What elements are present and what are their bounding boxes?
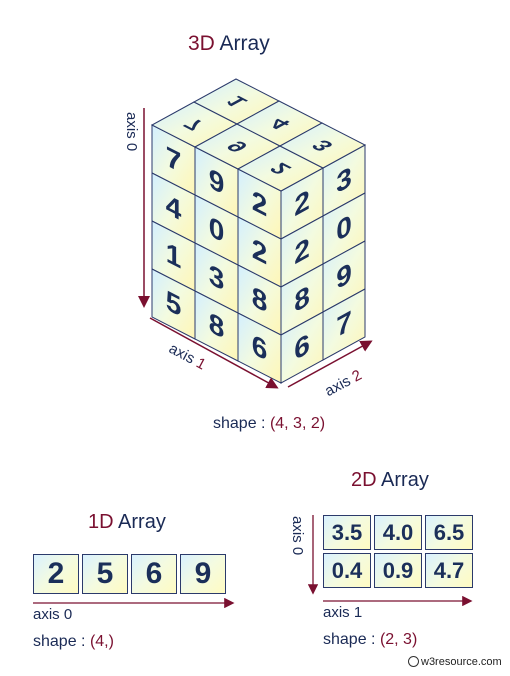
array1d-cell: 9 [180, 554, 226, 594]
array2d-cell: 3.5 [323, 515, 371, 550]
credit: w3resource.com [408, 656, 502, 668]
cube-front-cell-value: 5 [166, 285, 182, 324]
shape-1d: shape : (4,) [33, 633, 114, 651]
w3resource-logo-icon [408, 656, 419, 667]
cube-right-cell-value: 0 [336, 209, 352, 248]
axis1-arrow [149, 317, 279, 389]
cube-front-cell-value: 8 [209, 307, 225, 346]
array1d-cell: 2 [33, 554, 79, 594]
cube-right-cell-value: 7 [336, 305, 352, 344]
cube-front-cell-value: 3 [209, 259, 225, 298]
title-2d-array: 2D Array [351, 469, 429, 492]
cube-right-cell-value: 2 [294, 232, 310, 271]
title-3d-dim: 3D [188, 32, 215, 55]
cube-right-cell-value: 9 [336, 257, 352, 296]
shape-1d-label: shape : [33, 633, 90, 650]
cube-right-cell-value: 2 [294, 184, 310, 223]
title-1d-rest: Array [113, 511, 166, 533]
array2d-cell: 4.7 [425, 553, 473, 588]
array2d-cell: 0.4 [323, 553, 371, 588]
cube-front-cell-value: 2 [252, 233, 268, 272]
shape-3d: shape : (4, 3, 2) [213, 415, 325, 433]
cube-top-cell [278, 122, 367, 169]
cube-right-cell [322, 288, 366, 361]
array1d-cell: 6 [131, 554, 177, 594]
array2d-grid: 3.5 4.0 6.5 0.4 0.9 4.7 [323, 515, 473, 588]
axis1-label-2d: axis 1 [323, 604, 363, 621]
cube-right-cell-value: 3 [336, 161, 352, 200]
title-3d-array: 3D Array [188, 32, 270, 56]
shape-2d-value: (2, 3) [379, 631, 418, 648]
array1d-cell: 5 [82, 554, 128, 594]
axis0-label-1d: axis 0 [33, 606, 73, 623]
axis2-arrow [287, 340, 373, 388]
shape-1d-value: (4,) [89, 633, 114, 650]
title-1d-dim: 1D [88, 511, 114, 533]
cube-front-cell-value: 9 [209, 163, 225, 202]
cube-front-cell-value: 8 [252, 281, 268, 320]
shape-3d-value: (4, 3, 2) [269, 415, 326, 432]
array2d-cell: 4.0 [374, 515, 422, 550]
cube-front-cell-value: 4 [166, 189, 182, 228]
title-3d-rest: Array [214, 32, 270, 55]
cube-right-cell-value: 6 [294, 328, 310, 367]
array2d-cell: 0.9 [374, 553, 422, 588]
shape-2d-label: shape : [323, 631, 380, 648]
cube-right-cell-value: 8 [294, 280, 310, 319]
array2d-cell: 6.5 [425, 515, 473, 550]
axis0-label-2d: axis 0 [289, 516, 306, 556]
title-2d-rest: Array [376, 469, 429, 491]
credit-text: w3resource.com [421, 656, 502, 668]
title-1d-array: 1D Array [88, 511, 166, 534]
shape-2d: shape : (2, 3) [323, 631, 417, 649]
cube-front-cell-value: 7 [166, 141, 182, 180]
shape-3d-label: shape : [213, 415, 270, 432]
cube-front-cell-value: 2 [252, 185, 268, 224]
cube-front-cell-value: 0 [209, 211, 225, 250]
title-2d-dim: 2D [351, 469, 377, 491]
cube-front-cell-value: 1 [166, 237, 182, 276]
cube-front-cell-value: 6 [252, 329, 268, 368]
array1d-cells: 2 5 6 9 [33, 554, 226, 594]
